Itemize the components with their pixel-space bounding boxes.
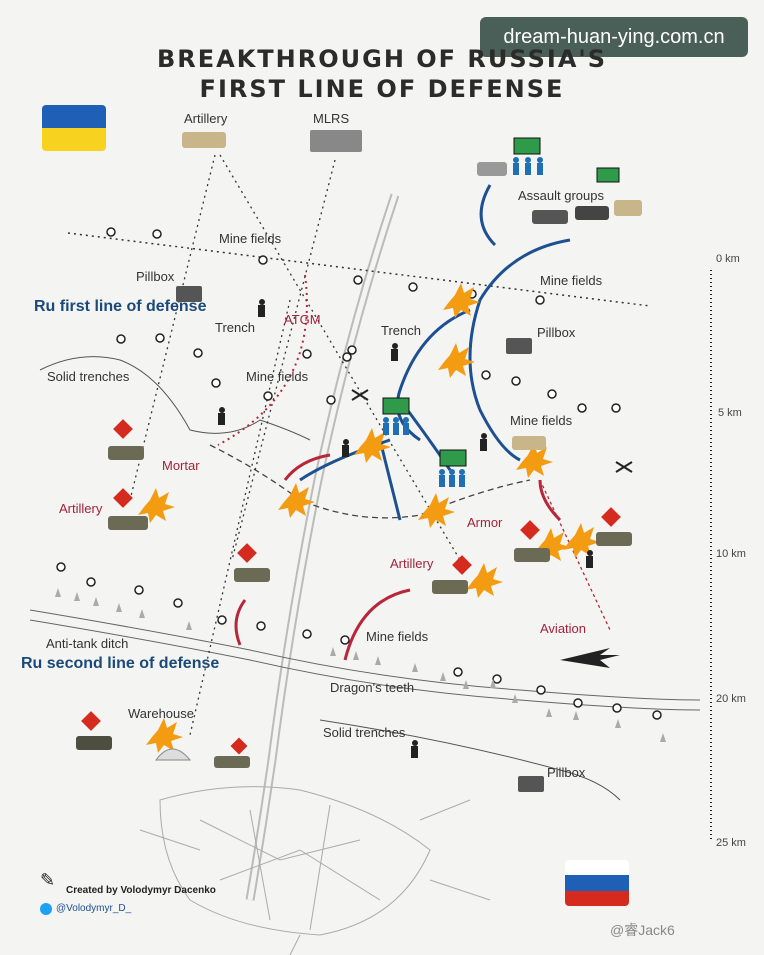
label-trench-2: Trench xyxy=(381,323,421,338)
label-anti-tank-ditch: Anti-tank ditch xyxy=(46,636,129,651)
label-ru-first-line: Ru first line of defense xyxy=(34,298,207,315)
label-armor: Armor xyxy=(467,515,503,530)
label-warehouse: Warehouse xyxy=(128,706,194,721)
jet-icon xyxy=(560,648,620,668)
mines xyxy=(56,227,662,720)
scale-20km: 20 km xyxy=(716,693,746,705)
solid-trench-line-1 xyxy=(39,356,311,441)
label-mine-fields-3: Mine fields xyxy=(246,369,309,384)
ukraine-attack-arrows xyxy=(299,184,571,521)
label-dragons-teeth: Dragon's teeth xyxy=(330,680,415,695)
label-aviation: Aviation xyxy=(540,621,587,636)
russia-soldiers xyxy=(218,299,593,758)
dragons-teeth xyxy=(55,588,666,742)
label-artillery-mid: Artillery xyxy=(390,556,434,571)
atgm-fire-line xyxy=(217,274,308,446)
vehicles xyxy=(76,130,642,768)
footer-corner: @睿Jack6 xyxy=(610,922,675,938)
author-logo-icon: ✎ xyxy=(40,870,56,890)
label-artillery-top: Artillery xyxy=(184,111,228,126)
label-pillbox-2: Pillbox xyxy=(537,325,576,340)
footer-twitter: @Volodymyr_D_ xyxy=(56,903,132,914)
watermark: dream-huan-ying.com.cn xyxy=(480,17,748,57)
ukraine-soldiers xyxy=(383,157,543,487)
road xyxy=(245,193,400,901)
mine-field-line xyxy=(67,232,651,307)
scale-0km: 0 km xyxy=(716,253,740,265)
label-ru-second-line: Ru second line of defense xyxy=(21,655,220,672)
drones xyxy=(351,389,633,473)
solid-trench-line-2 xyxy=(319,719,621,801)
anti-tank-ditch-line xyxy=(29,609,701,701)
label-assault-groups: Assault groups xyxy=(518,188,604,203)
footer-created-by: Created by Volodymyr Dacenko xyxy=(66,885,216,896)
twitter-icon xyxy=(40,903,52,915)
ukraine-flag-icon xyxy=(42,105,106,151)
label-mlrs: MLRS xyxy=(313,111,350,126)
label-mine-fields-4: Mine fields xyxy=(510,413,573,428)
defense-line-dashed xyxy=(209,444,531,519)
pillboxes xyxy=(176,286,544,792)
label-pillbox-3: Pillbox xyxy=(547,765,586,780)
scale-25km: 25 km xyxy=(716,837,746,849)
russia-counter-arrows xyxy=(234,453,562,661)
label-pillbox-1: Pillbox xyxy=(136,269,175,284)
ukraine-unit-markers xyxy=(382,137,620,467)
label-mortar: Mortar xyxy=(162,458,200,473)
label-mine-fields-5: Mine fields xyxy=(366,629,429,644)
label-mine-fields-2: Mine fields xyxy=(540,273,603,288)
title-line-1: BREAKTHROUGH OF RUSSIA'S xyxy=(156,45,608,73)
label-atgm: ATGM xyxy=(284,312,321,327)
label-artillery-left: Artillery xyxy=(59,501,103,516)
explosions xyxy=(138,283,600,753)
city-map xyxy=(139,786,491,955)
scale-5km: 5 km xyxy=(718,407,742,419)
label-trench-1: Trench xyxy=(215,320,255,335)
label-solid-trenches-1: Solid trenches xyxy=(47,369,130,384)
warehouse-icon xyxy=(155,748,192,761)
label-mine-fields-1: Mine fields xyxy=(219,231,282,246)
road-inner xyxy=(247,194,398,901)
fire-lines xyxy=(129,154,461,736)
russia-flag-icon xyxy=(565,860,629,906)
label-solid-trenches-2: Solid trenches xyxy=(323,725,406,740)
scale-10km: 10 km xyxy=(716,548,746,560)
title-line-2: FIRST LINE OF DEFENSE xyxy=(199,75,565,103)
